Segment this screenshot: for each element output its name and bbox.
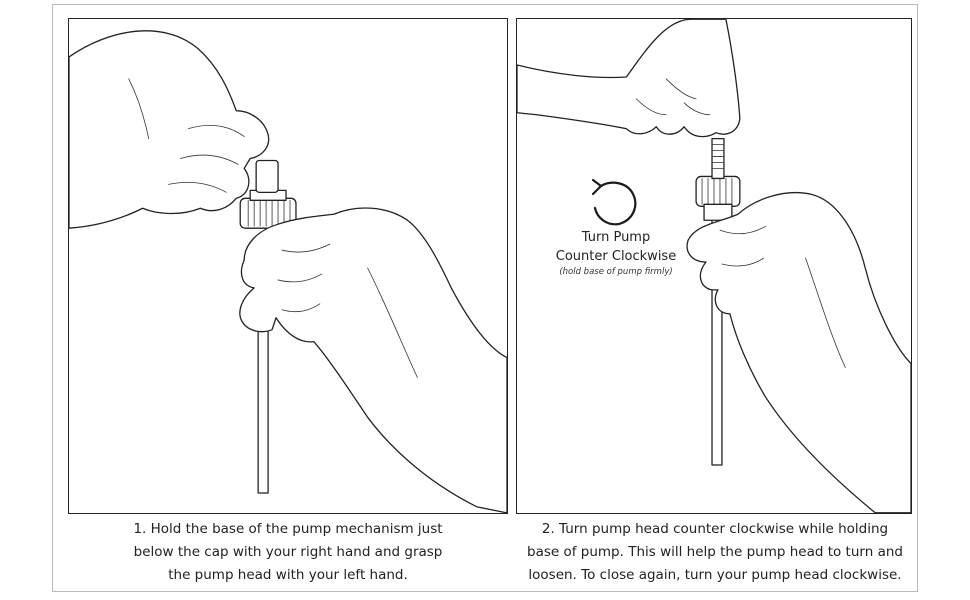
step-1-illustration — [68, 18, 508, 514]
step-1-drawing — [69, 30, 507, 513]
caption-line: the pump head with your left hand. — [168, 567, 408, 583]
lower-hand — [686, 191, 911, 513]
caption-line: below the cap with your right hand and g… — [133, 544, 443, 560]
lower-hand — [239, 207, 507, 513]
callout-line-1: Turn Pump — [581, 230, 651, 245]
caption-line: loosen. To close again, turn your pump h… — [528, 567, 902, 583]
callout-note: (hold base of pump firmly) — [559, 267, 673, 277]
caption-line: 1. Hold the base of the pump mechanism j… — [133, 521, 443, 537]
upper-hand — [69, 30, 270, 229]
callout-line-2: Counter Clockwise — [555, 249, 677, 264]
step-2-illustration — [516, 18, 912, 514]
pump-cap — [695, 175, 741, 207]
upper-hand — [517, 19, 741, 138]
step-2-caption: 2. Turn pump head counter clockwise whil… — [520, 518, 910, 587]
caption-line: base of pump. This will help the pump he… — [527, 544, 903, 560]
counter-clockwise-arrow-icon — [591, 178, 637, 226]
pump-collar — [703, 203, 733, 221]
step-2-drawing — [517, 19, 911, 513]
caption-line: 2. Turn pump head counter clockwise whil… — [541, 521, 889, 537]
pump-neck — [711, 137, 725, 180]
pump-head — [255, 159, 279, 193]
rotation-callout: Turn Pump Counter Clockwise (hold base o… — [536, 178, 696, 277]
illustration-frame — [52, 4, 918, 592]
step-1-caption: 1. Hold the base of the pump mechanism j… — [80, 518, 496, 587]
